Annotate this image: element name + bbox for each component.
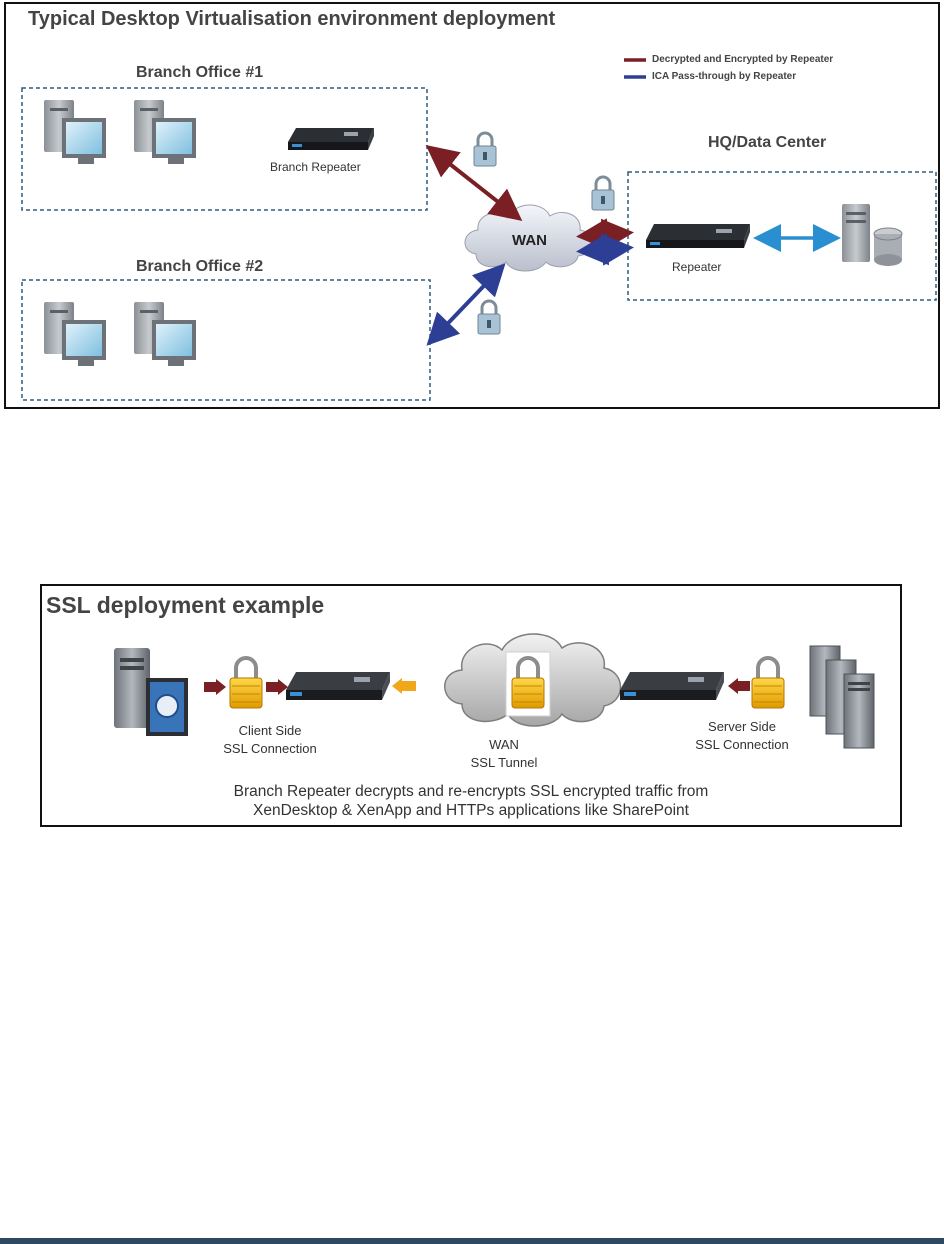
client-repeater-appliance-icon — [286, 672, 390, 700]
ssl-description-line1: Branch Repeater decrypts and re-encrypts… — [233, 783, 709, 800]
arrow-branch1-to-wan — [425, 145, 523, 221]
client-workstation-icon — [114, 648, 188, 736]
ssl-diagram-title: SSL deployment example — [46, 592, 325, 618]
arrow-maroon-icon — [728, 678, 750, 694]
client-padlock-icon — [229, 656, 263, 709]
repeater-label: Repeater — [672, 260, 722, 274]
padlock-icon — [591, 175, 615, 211]
page-footer-rule — [0, 1238, 944, 1244]
workstation-icon — [134, 302, 196, 366]
arrow-branch2-to-wan — [426, 263, 506, 346]
client-side-caption-line1: Client Side — [238, 723, 302, 738]
server-stack-icon — [809, 645, 875, 749]
ssl-description: Branch Repeater decrypts and re-encrypts… — [42, 782, 900, 820]
virtualisation-deployment-diagram: Typical Desktop Virtualisation environme… — [4, 2, 940, 409]
wan-caption: WAN SSL Tunnel — [454, 736, 554, 772]
legend-entry-blue: ICA Pass-through by Repeater — [652, 71, 797, 82]
workstation-icon — [134, 100, 196, 164]
arrow-orange-icon — [392, 678, 416, 694]
wan-label: WAN — [512, 232, 547, 249]
server-database-icon — [842, 204, 903, 266]
branch-office-2-label: Branch Office #2 — [136, 258, 264, 275]
branch-office-1-label: Branch Office #1 — [136, 64, 264, 81]
legend-entry-maroon: Decrypted and Encrypted by Repeater — [652, 54, 834, 65]
server-side-caption-line1: Server Side — [708, 719, 776, 734]
padlock-icon — [473, 131, 497, 167]
server-padlock-icon — [751, 656, 785, 709]
arrow-maroon-icon — [204, 679, 226, 695]
arrow-wan-to-hq-blue — [576, 233, 634, 266]
client-side-caption: Client Side SSL Connection — [220, 722, 320, 758]
server-repeater-appliance-icon — [620, 672, 724, 700]
arrow-wan-to-hq-maroon — [576, 218, 634, 251]
branch-repeater-appliance-icon — [288, 128, 374, 150]
ssl-description-line2: XenDesktop & XenApp and HTTPs applicatio… — [253, 802, 689, 819]
diagram-title: Typical Desktop Virtualisation environme… — [28, 8, 556, 30]
branch-office-2-box — [21, 279, 431, 401]
deployment-diagram-canvas — [21, 58, 937, 401]
ssl-deployment-diagram: SSL deployment example Client Side SSL C… — [40, 584, 902, 827]
ssl-diagram-canvas — [114, 633, 875, 749]
server-side-caption: Server Side SSL Connection — [682, 718, 802, 754]
repeater-appliance-icon — [646, 224, 750, 248]
wan-caption-line2: SSL Tunnel — [470, 755, 538, 770]
branch-repeater-label: Branch Repeater — [270, 160, 361, 174]
workstation-icon — [44, 100, 106, 164]
arrow-maroon-icon — [266, 679, 288, 695]
hq-data-center-label: HQ/Data Center — [708, 134, 827, 151]
wan-caption-line1: WAN — [489, 737, 519, 752]
padlock-icon — [477, 299, 501, 335]
server-side-caption-line2: SSL Connection — [695, 737, 789, 752]
wan-padlock-icon — [505, 651, 551, 717]
workstation-icon — [44, 302, 106, 366]
client-side-caption-line2: SSL Connection — [223, 741, 317, 756]
